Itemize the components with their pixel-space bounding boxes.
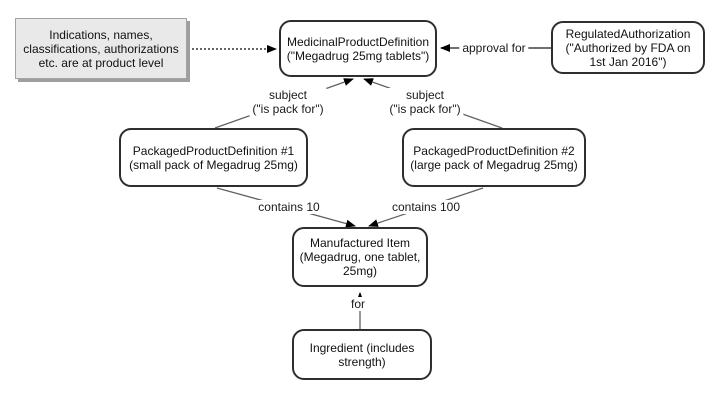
edge-label-contains-10: contains 10 (255, 200, 323, 214)
node-label: MedicinalProductDefinition ("Megadrug 25… (286, 34, 430, 63)
note-product-level: Indications, names, classifications, aut… (15, 18, 187, 79)
node-label: PackagedProductDefinition #1 (small pack… (129, 143, 298, 172)
node-medicinal-product-definition: MedicinalProductDefinition ("Megadrug 25… (279, 20, 437, 77)
node-label: PackagedProductDefinition #2 (large pack… (410, 143, 578, 172)
node-label: Manufactured Item (Megadrug, one tablet,… (299, 236, 421, 278)
node-label: RegulatedAuthorization ("Authorized by F… (565, 26, 691, 69)
node-manufactured-item: Manufactured Item (Megadrug, one tablet,… (292, 227, 428, 287)
node-ingredient: Ingredient (includes strength) (292, 329, 432, 380)
node-packaged-product-definition-2: PackagedProductDefinition #2 (large pack… (402, 128, 586, 187)
edge-label-subject-left: subject ("is pack for") (249, 88, 327, 116)
note-text: Indications, names, classifications, aut… (23, 27, 179, 70)
edge-label-approval-for: approval for (459, 41, 529, 55)
node-label: Ingredient (includes strength) (309, 340, 415, 369)
edge-label-for: for (347, 297, 369, 311)
edge-label-contains-100: contains 100 (388, 200, 464, 214)
node-regulated-authorization: RegulatedAuthorization ("Authorized by F… (551, 21, 705, 74)
edge-label-subject-right: subject ("is pack for") (386, 88, 464, 116)
node-packaged-product-definition-1: PackagedProductDefinition #1 (small pack… (119, 128, 308, 187)
